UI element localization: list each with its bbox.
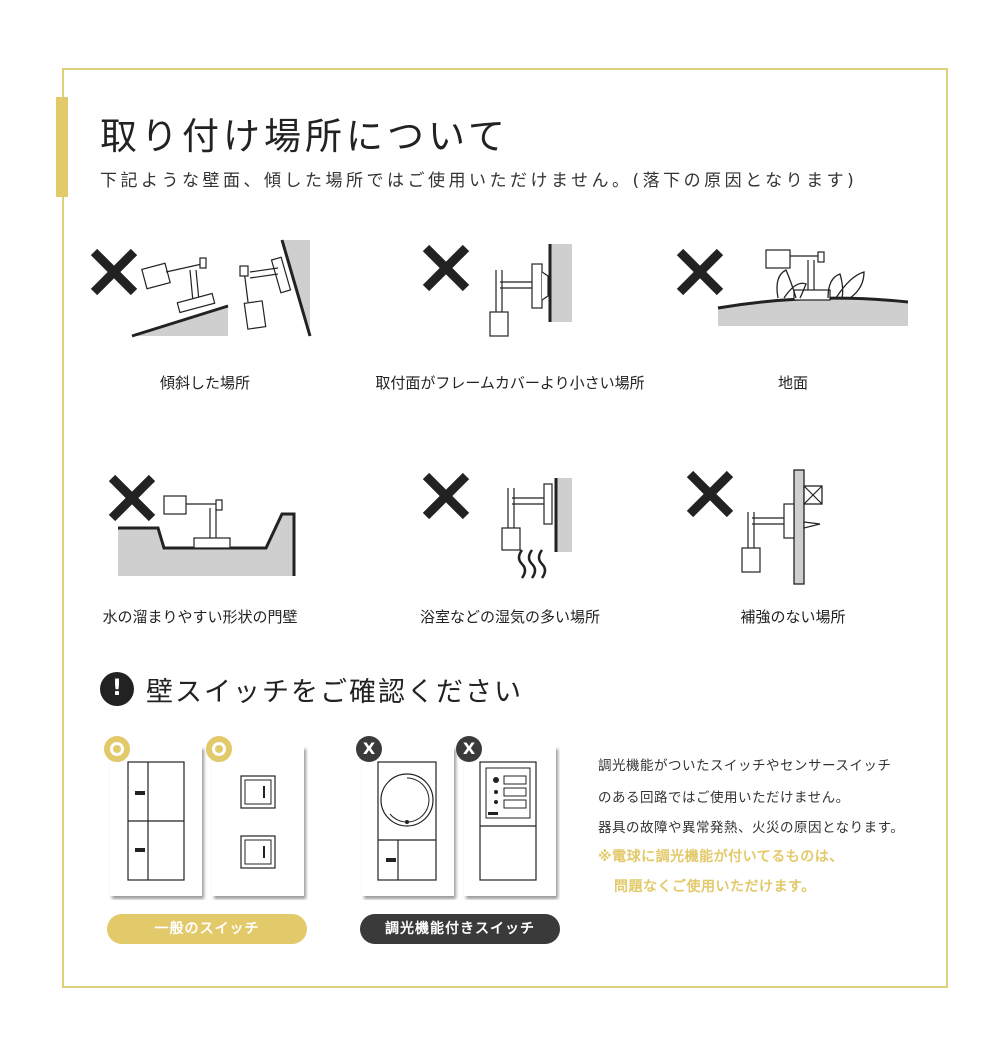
ng-x-icon: X [356,736,382,762]
water-pooling-wall-illustration [108,474,296,576]
x-mark-icon [676,248,724,296]
ground-illustration [676,248,909,326]
illustration-caption: 補強のない場所 [740,608,846,626]
note-line: 器具の故障や異常発熱、火災の原因となります。 [598,820,905,836]
ok-circle-icon [206,736,232,762]
ok-circle-icon [104,736,130,762]
highlight-note-line: 問題なくご使用いただけます。 [614,879,816,895]
no-reinforcement-illustration [686,469,823,585]
note-line: 調光機能がついたスイッチやセンサースイッチ [598,758,892,774]
exclamation-icon: ! [100,672,134,706]
illustration-caption: 取付面がフレームカバーより小さい場所 [375,374,645,392]
general-switch-illustrations [110,746,304,896]
x-mark-icon [686,470,734,518]
general-switch-label: 一般のスイッチ [107,914,307,944]
content-frame [62,68,948,988]
illustration-caption: 水の溜まりやすい形状の門壁 [102,608,298,626]
dimmer-switch-illustrations [362,746,556,896]
page-title: 取り付け場所について [100,115,509,158]
toggle-switch-plate [212,746,304,896]
title-accent-bar [56,97,68,197]
note-line: のある回路ではご使用いただけません。 [598,790,850,806]
x-mark-icon [422,244,470,292]
illustration-caption: 地面 [777,374,808,392]
illustration-caption: 傾斜した場所 [159,374,250,392]
x-mark-icon [90,248,138,296]
switch-section-title: 壁スイッチをご確認ください [146,677,523,708]
sloped-place-illustration [90,239,312,338]
small-mounting-surface-illustration [422,244,572,337]
highlight-note-line: ※電球に調光機能が付いてるものは、 [598,849,844,865]
ng-x-icon: X [456,736,482,762]
illustration-caption: 浴室などの湿気の多い場所 [419,608,600,626]
x-mark-icon [108,474,156,522]
humid-bathroom-illustration [422,472,572,579]
dimmer-switch-label: 調光機能付きスイッチ [360,914,560,944]
x-mark-icon [422,472,470,520]
page-subtitle: 下記ような壁面、傾した場所ではご使用いただけません。(落下の原因となります) [100,171,858,191]
